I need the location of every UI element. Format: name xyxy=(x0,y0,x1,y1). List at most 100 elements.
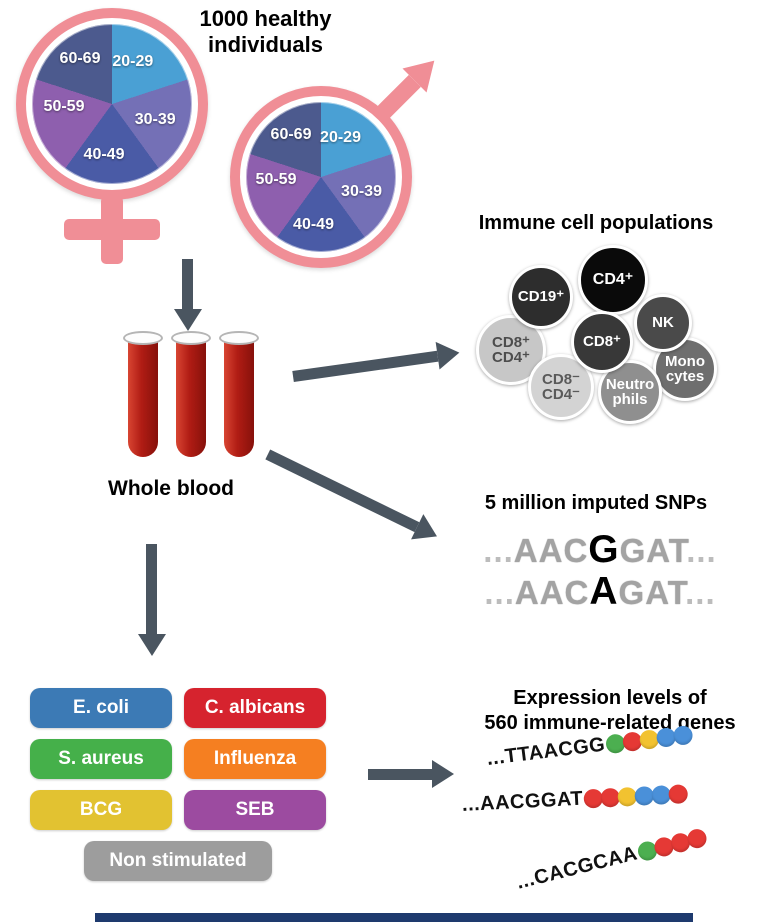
cell-nk: NK xyxy=(634,294,692,352)
stimulus-e-coli: E. coli xyxy=(30,688,172,728)
gene-sequence: ...CACGCAA xyxy=(514,842,640,894)
cell-cd8neg-cd4neg: CD8⁻ CD4⁻ xyxy=(528,354,594,420)
gene-expression-row: ...AACGGAT xyxy=(461,782,689,817)
age-segment-label: 60-69 xyxy=(59,50,101,68)
age-segment-label: 60-69 xyxy=(270,126,312,143)
female-circle: 20-29 30-39 40-49 50-59 60-69 xyxy=(16,8,208,200)
snp-sequence-row: ...AACAGAT... xyxy=(450,570,750,614)
cell-label: CD19⁺ xyxy=(517,288,565,306)
arrow-head xyxy=(435,338,462,370)
gene-dot xyxy=(672,724,694,747)
male-circle: 20-29 30-39 40-49 50-59 60-69 xyxy=(230,86,412,268)
arrow-stimuli-to-expression xyxy=(368,760,454,788)
female-symbol-crossbar xyxy=(64,219,160,240)
cell-label: Mono xyxy=(665,352,705,370)
snp-before: AAC xyxy=(514,574,590,611)
stimulus-label: SEB xyxy=(235,799,275,820)
tube-body xyxy=(128,339,158,457)
tube-rim xyxy=(219,331,259,345)
age-segment-label: 30-39 xyxy=(341,183,382,200)
stimulus-bcg: BCG xyxy=(30,790,172,830)
arrow-shaft xyxy=(292,350,439,382)
male-symbol-arrow-shaft xyxy=(375,74,421,120)
arrow-blood-to-stimuli xyxy=(138,544,166,656)
age-segment-label: 50-59 xyxy=(43,98,85,116)
cell-label: CD4⁺ xyxy=(592,270,634,288)
snps-title: 5 million imputed SNPs xyxy=(484,492,708,514)
cell-neutrophils: Neutro phils xyxy=(598,360,662,424)
arrow-blood-to-snps xyxy=(262,441,444,549)
snp-sequence-row: ...AACGGAT... xyxy=(450,528,750,572)
age-segment-label: 40-49 xyxy=(293,216,334,233)
stimulus-influenza: Influenza xyxy=(184,739,326,779)
cell-label: CD4⁺ xyxy=(492,349,530,366)
cell-label: phils xyxy=(612,391,648,408)
snp-after: GAT xyxy=(619,532,687,569)
arrow-shaft xyxy=(368,768,432,780)
age-segment-label: 30-39 xyxy=(134,111,176,128)
cell-cd4: CD4⁺ xyxy=(578,245,648,315)
cell-label: NK xyxy=(652,314,674,332)
snp-variant-allele: A xyxy=(589,570,619,613)
bottom-bar xyxy=(95,913,693,922)
stimulus-seb: SEB xyxy=(184,790,326,830)
arrow-head xyxy=(174,309,202,331)
cell-label: CD4⁻ xyxy=(542,386,580,403)
gene-sequence: ...TTAACGG xyxy=(485,733,607,770)
snp-after: GAT xyxy=(618,574,686,611)
stimulus-s-aureus: S. aureus xyxy=(30,739,172,779)
cell-label: CD8⁻ xyxy=(542,370,580,388)
snp-pre-dots: ... xyxy=(484,574,515,611)
expression-title-line2: 560 immune-related genes xyxy=(484,712,736,734)
age-segment-label: 40-49 xyxy=(83,146,125,164)
expression-title: Expression levels of 560 immune-related … xyxy=(455,686,765,736)
cell-cd8: CD8⁺ xyxy=(571,311,633,373)
arrow-shaft xyxy=(146,544,158,634)
gene-dot xyxy=(668,784,689,805)
stimulus-label: BCG xyxy=(79,799,123,820)
cell-label: cytes xyxy=(665,368,705,385)
stimulus-label: Non stimulated xyxy=(109,850,247,871)
arrow-shaft xyxy=(182,259,194,309)
arrow-individuals-to-blood xyxy=(174,259,202,331)
tube-body xyxy=(176,339,206,457)
age-pie: 20-29 30-39 40-49 50-59 60-69 xyxy=(32,24,192,184)
snp-variant-allele: G xyxy=(588,528,620,571)
blood-tube xyxy=(217,331,261,459)
stimulus-label: E. coli xyxy=(73,697,129,718)
immune-cells-title: Immune cell populations xyxy=(478,212,714,234)
gene-sequence: ...AACGGAT xyxy=(461,787,584,816)
stimulus-c-albicans: C. albicans xyxy=(184,688,326,728)
cell-label: CD8⁺ xyxy=(492,333,530,351)
tube-rim xyxy=(171,331,211,345)
snp-post-dots: ... xyxy=(685,574,716,611)
stimulus-label: S. aureus xyxy=(58,748,144,769)
arrow-blood-to-cells xyxy=(291,338,462,390)
snp-before: AAC xyxy=(513,532,589,569)
figure-title-line2: individuals xyxy=(208,32,323,58)
snp-post-dots: ... xyxy=(686,532,717,569)
cell-cd19: CD19⁺ xyxy=(509,265,573,329)
stimulus-label: C. albicans xyxy=(204,697,306,718)
blood-tube xyxy=(169,331,213,459)
figure-title: 1000 healthy individuals xyxy=(168,6,363,59)
whole-blood-label: Whole blood xyxy=(108,477,234,500)
age-segment-label: 50-59 xyxy=(255,171,297,188)
tube-rim xyxy=(123,331,163,345)
stimulus-non-stimulated: Non stimulated xyxy=(84,841,272,881)
arrow-shaft xyxy=(265,449,420,532)
snp-pre-dots: ... xyxy=(483,532,514,569)
age-pie: 20-29 30-39 40-49 50-59 60-69 xyxy=(246,102,396,252)
figure-title-line1: 1000 healthy xyxy=(199,6,332,31)
cell-label: CD8⁺ xyxy=(583,333,621,351)
tube-body xyxy=(224,339,254,457)
age-segment-label: 20-29 xyxy=(320,129,361,146)
gene-expression-row: ...CACGCAA xyxy=(514,825,709,894)
cell-label: Neutro xyxy=(605,375,655,393)
blood-tube xyxy=(121,331,165,459)
arrow-head xyxy=(138,634,166,656)
stimulus-label: Influenza xyxy=(213,748,297,769)
expression-title-line1: Expression levels of xyxy=(513,687,707,709)
age-segment-label: 20-29 xyxy=(112,53,154,71)
